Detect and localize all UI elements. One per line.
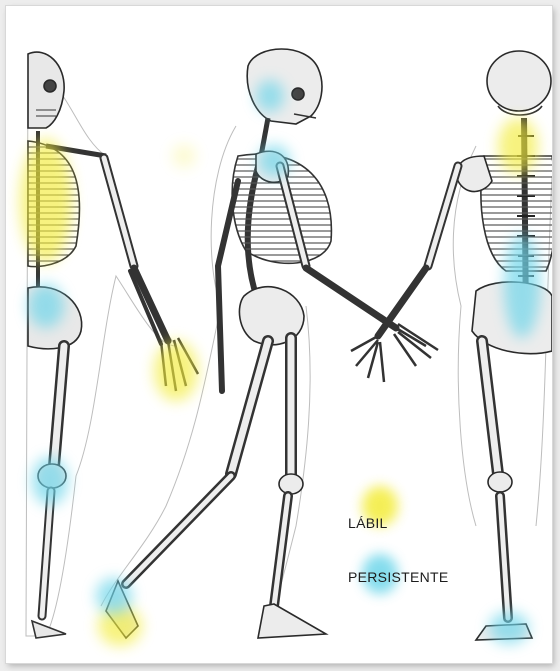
picture-frame: LÁBIL PERSISTENTE: [6, 6, 552, 663]
skeleton-illustration: [6, 6, 552, 663]
persistent-legend-label: PERSISTENTE: [348, 569, 449, 585]
skeleton-walking-profile: [101, 49, 438, 638]
labile-legend-label: LÁBIL: [348, 515, 388, 531]
